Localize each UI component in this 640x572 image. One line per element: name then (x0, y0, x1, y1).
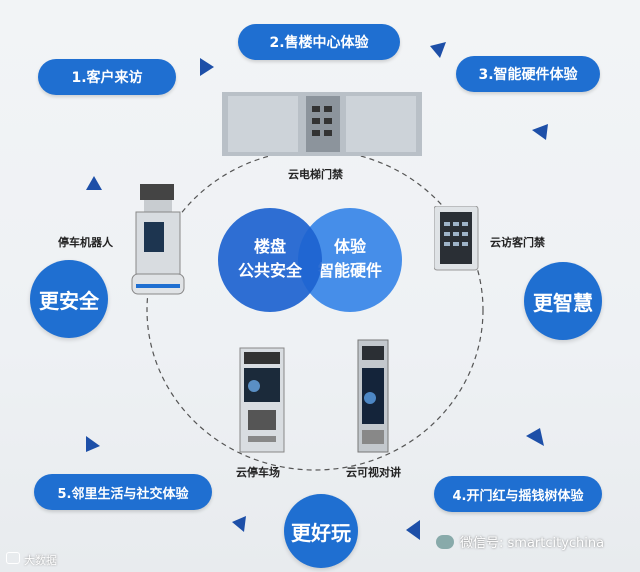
step-3-hardware: 3.智能硬件体验 (456, 56, 600, 92)
arrow-icon (232, 516, 246, 532)
step-5-neighborhood: 5.邻里生活与社交体验 (34, 474, 212, 510)
wechat-icon (436, 534, 454, 549)
arrow-icon (86, 176, 102, 190)
arrow-icon (200, 58, 214, 76)
arrow-icon (430, 42, 446, 58)
step-4-lucky: 4.开门红与摇钱树体验 (434, 476, 602, 512)
step-2-sales-center: 2.售楼中心体验 (238, 24, 400, 60)
venn-property: 楼盘 公共安全 (218, 208, 322, 312)
robot-image (131, 184, 185, 295)
venn-left-line1: 楼盘 (253, 237, 286, 256)
badge-safer: 更安全 (30, 260, 108, 338)
caption-robot: 停车机器人 (58, 236, 113, 249)
arrow-icon (532, 124, 548, 140)
caption-elevator: 云电梯门禁 (288, 168, 343, 181)
wechat-watermark: 微信号: smartcitychina (436, 532, 604, 551)
badge-smarter: 更智慧 (524, 262, 602, 340)
visitor-panel-image (434, 206, 479, 271)
arrow-icon (406, 520, 420, 540)
intercom-image (357, 339, 389, 453)
caption-intercom: 云可视对讲 (346, 466, 401, 479)
caption-parking: 云停车场 (236, 466, 280, 479)
wechat-id: 微信号: smartcitychina (460, 536, 605, 551)
venn-right-line1: 体验 (333, 237, 366, 256)
caption-visitor: 云访客门禁 (490, 236, 545, 249)
badge-funner: 更好玩 (284, 494, 358, 568)
source-text: 大数据 (24, 554, 57, 567)
step-1-customer-visit: 1.客户来访 (38, 59, 176, 95)
elevator-panel-image (222, 92, 422, 156)
venn-left-line2: 公共安全 (237, 261, 302, 280)
source-watermark: 大数据 (6, 552, 57, 568)
parking-kiosk-image (239, 347, 285, 453)
source-logo-icon (6, 552, 20, 564)
arrow-icon (526, 428, 544, 446)
arrow-icon (86, 436, 100, 452)
venn-right-line2: 智能硬件 (317, 261, 382, 280)
